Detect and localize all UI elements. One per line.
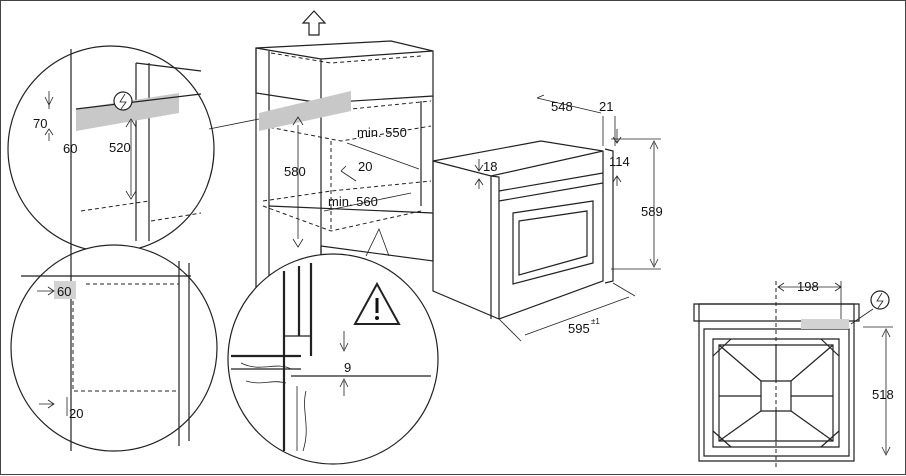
dimension-18-line	[474, 159, 484, 189]
label-114: 114	[609, 154, 630, 169]
label-18: 18	[483, 159, 497, 174]
dimension-min-550-line	[346, 142, 420, 170]
leader-line-middle	[365, 227, 390, 257]
label-520: 520	[109, 140, 131, 155]
zoom-circle-bottom	[10, 244, 218, 452]
dimension-595-line	[498, 282, 636, 342]
leader-line-hob-power	[850, 308, 874, 325]
label-198: 198	[797, 279, 819, 294]
label-9: 9	[344, 360, 351, 375]
label-60-top: 60	[63, 141, 77, 156]
label-70: 70	[33, 116, 47, 131]
label-21: 21	[599, 99, 613, 114]
dimension-589-line	[611, 138, 661, 270]
label-548: 548	[551, 99, 573, 114]
dimension-580	[292, 116, 304, 248]
zoom-circle-middle	[227, 253, 439, 465]
dimension-21-line	[602, 116, 616, 146]
zoom-circle-top	[7, 45, 215, 253]
dimension-min-560-line	[323, 192, 412, 212]
label-60-bottom: 60	[57, 284, 71, 299]
dimension-114-line	[612, 129, 622, 186]
dimension-20-mid-line	[340, 165, 357, 182]
label-589: 589	[641, 204, 663, 219]
label-20-bottom: 20	[69, 406, 83, 421]
label-min-560: min. 560	[328, 194, 378, 209]
dimension-548-line	[536, 94, 602, 114]
label-580: 580	[284, 164, 306, 179]
electric-power-icon	[113, 91, 133, 111]
electric-power-icon	[870, 290, 890, 310]
leader-line-top	[208, 118, 260, 130]
hob-top-view	[693, 281, 860, 467]
label-518: 518	[872, 387, 894, 402]
arrow-up-icon	[301, 10, 327, 36]
label-595-tolerance: ±1	[591, 317, 600, 326]
dimension-198-line	[777, 281, 842, 319]
label-20-mid: 20	[358, 159, 372, 174]
label-595: 595	[568, 321, 590, 336]
warning-triangle-icon	[353, 281, 401, 325]
label-min-550: min. 550	[357, 125, 407, 140]
dimension-518-line	[863, 326, 893, 456]
oven-drawing	[432, 140, 614, 320]
